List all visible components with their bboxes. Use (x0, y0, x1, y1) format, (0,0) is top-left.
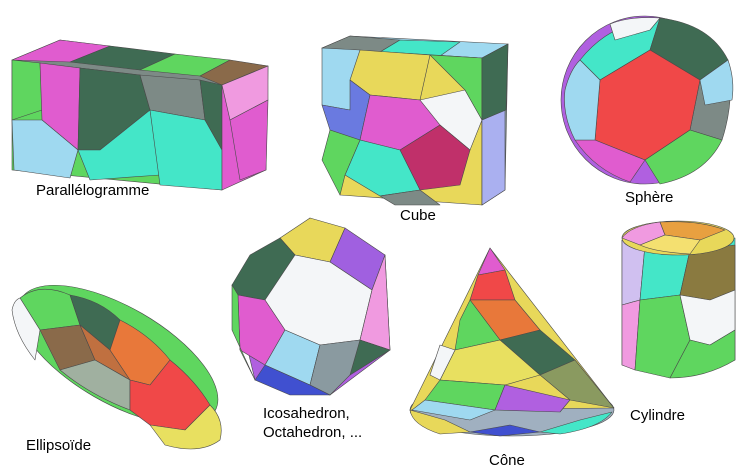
cone-shape (410, 248, 614, 436)
cone-label: Cône (489, 452, 525, 470)
sphere-shape (561, 16, 733, 184)
cylinder-shape (622, 221, 735, 378)
icosahedron-label-line1: Icosahedron, (263, 405, 350, 423)
cube-shape (322, 36, 508, 205)
ellipsoid-shape (0, 257, 239, 452)
sphere-label: Sphère (625, 189, 673, 207)
cylinder-label: Cylindre (630, 407, 685, 425)
cube-label: Cube (400, 207, 436, 225)
ellipsoid-label: Ellipsoïde (26, 437, 91, 455)
icosahedron-label-line2: Octahedron, ... (263, 424, 362, 442)
parallelogram-label: Parallélogramme (36, 182, 149, 200)
icosahedron-shape (232, 218, 390, 395)
parallelogram-shape (12, 40, 268, 190)
